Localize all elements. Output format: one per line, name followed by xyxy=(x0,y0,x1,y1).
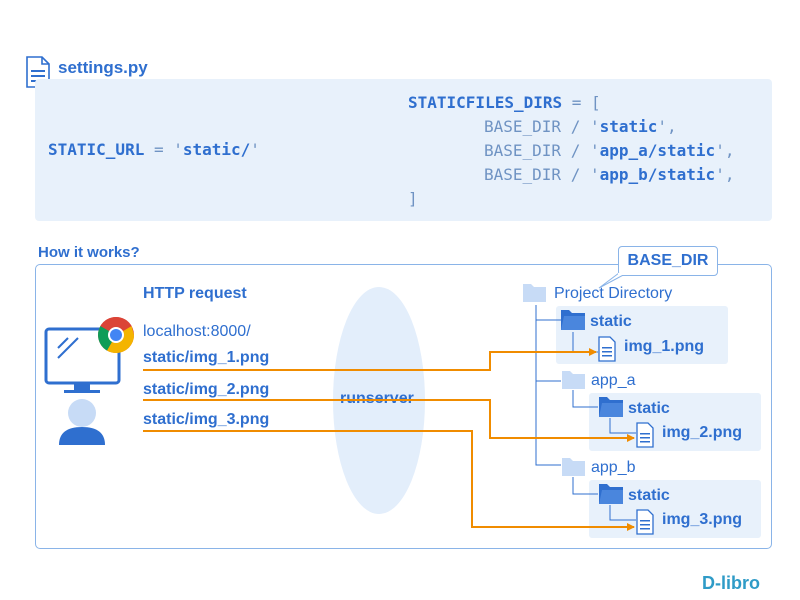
callout-tail xyxy=(598,273,628,289)
request-img-2: static/img_2.png xyxy=(143,381,270,398)
app-b-folder-icon xyxy=(562,458,585,476)
request-img-1: static/img_1.png xyxy=(143,349,270,366)
img-2-label: img_2.png xyxy=(662,424,743,441)
dirs-close: ] xyxy=(408,189,418,208)
static-url-line: STATIC_URL = 'static/' xyxy=(48,140,260,159)
img-3-file-icon xyxy=(636,509,654,535)
runserver-label: runserver xyxy=(340,390,414,407)
project-folder-icon xyxy=(523,284,546,302)
base-dir-badge: BASE_DIR xyxy=(618,246,718,276)
img-1-label: img_1.png xyxy=(624,338,705,355)
dirs-line-2: BASE_DIR / 'app_a/static', xyxy=(484,141,735,160)
static-folder-icon xyxy=(561,310,585,330)
app-b-static-label: static xyxy=(628,487,670,504)
app-b-label: app_b xyxy=(591,459,636,476)
img-1-file-icon xyxy=(598,336,616,362)
host-label: localhost:8000/ xyxy=(143,323,251,340)
chrome-icon xyxy=(97,316,134,354)
how-it-works-panel xyxy=(35,264,772,549)
d-libro-logo: D-libro xyxy=(702,573,760,593)
app-b-static-folder-icon xyxy=(599,484,623,504)
arrow-img-1 xyxy=(143,348,597,371)
staticfiles-dirs-open: STATICFILES_DIRS = [ xyxy=(408,93,601,112)
project-directory-label: Project Directory xyxy=(554,285,673,302)
user-computer-illustration xyxy=(44,316,134,445)
static-label: static xyxy=(590,313,632,330)
app-a-static-folder-icon xyxy=(599,397,623,417)
app-a-folder-icon xyxy=(562,371,585,389)
how-it-works-title: How it works? xyxy=(38,244,140,261)
arrow-img-2 xyxy=(143,399,635,442)
arrow-img-3 xyxy=(143,430,635,531)
request-img-3: static/img_3.png xyxy=(143,411,270,428)
person-icon xyxy=(59,399,105,445)
img-3-label: img_3.png xyxy=(662,511,743,528)
http-request-label: HTTP request xyxy=(143,285,247,302)
file-name: settings.py xyxy=(58,58,148,77)
dirs-line-3: BASE_DIR / 'app_b/static', xyxy=(484,165,735,184)
dirs-line-1: BASE_DIR / 'static', xyxy=(484,117,677,136)
app-a-label: app_a xyxy=(591,372,636,389)
code-panel xyxy=(35,79,772,221)
app-a-static-label: static xyxy=(628,400,670,417)
img-2-file-icon xyxy=(636,422,654,448)
